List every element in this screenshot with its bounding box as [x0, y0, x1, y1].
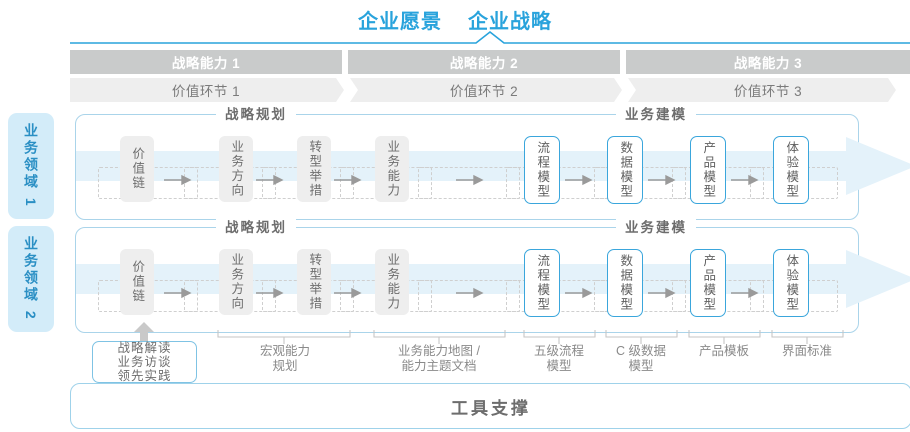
- node-row-1: 价值链 业务方向 转型举措 业务能力 流程模型 数据模型 产品模型 体验模型: [76, 131, 858, 207]
- domain-tab-1[interactable]: 业务领域 1: [8, 113, 54, 219]
- node-business-capability-1[interactable]: 业务能力: [375, 136, 409, 202]
- tool-label-line: 规划: [272, 359, 298, 373]
- flow-arrow-icon: [456, 174, 484, 186]
- value-chain-label-3[interactable]: 价值环节 3: [733, 84, 803, 99]
- tool-label-line: 五级流程: [533, 344, 584, 358]
- node-row-2: 价值链 业务方向 转型举措 业务能力 流程模型 数据模型 产品模型 体验模型: [76, 244, 858, 320]
- dashed-guide: [418, 167, 520, 199]
- strategy-line-2: 业务访谈: [117, 355, 172, 369]
- tool-label-line: 能力主题文档: [401, 359, 477, 373]
- footer-label: 工具支撑: [451, 398, 531, 418]
- top-title-group: 企业愿景 企业战略: [0, 4, 910, 34]
- flow-arrow-icon: [648, 287, 676, 299]
- node-experience-model-2[interactable]: 体验模型: [773, 249, 809, 317]
- upward-arrow-icon: [134, 322, 154, 344]
- process-band-1: 战略规划 业务建模 价值链 业务方向 转型举措 业务能力 流程模型 数据模型 产…: [75, 106, 910, 220]
- node-product-model-2[interactable]: 产品模型: [690, 249, 726, 317]
- flow-arrow-icon: [565, 287, 593, 299]
- domain-tab-2[interactable]: 业务领域 2: [8, 226, 54, 332]
- tool-label-line: 界面标准: [781, 344, 832, 358]
- node-transformation-1[interactable]: 转型举措: [297, 136, 331, 202]
- section-label-modeling-1: 业务建模: [616, 106, 696, 124]
- node-data-model-1[interactable]: 数据模型: [607, 136, 643, 204]
- chevron-separator-2-icon: [614, 78, 636, 102]
- node-business-capability-2[interactable]: 业务能力: [375, 249, 409, 315]
- capability-bar-row: 战略能力 1 战略能力 2 战略能力 3: [70, 50, 910, 74]
- flow-arrow-icon: [565, 174, 593, 186]
- strategy-line-3: 领先实践: [117, 369, 172, 383]
- node-transformation-2[interactable]: 转型举措: [297, 249, 331, 315]
- value-chain-bar-row: 价值环节 1 价值环节 2 价值环节 3: [70, 78, 910, 102]
- flow-arrow-icon: [731, 287, 759, 299]
- tool-label-line: 模型: [546, 359, 572, 373]
- tool-label-process-model: 五级流程 模型: [504, 344, 614, 374]
- tool-label-line: 模型: [628, 359, 654, 373]
- flow-arrow-icon: [256, 287, 284, 299]
- page-title-strategy: 企业战略: [468, 10, 552, 33]
- strategy-line-1: 战略解读: [117, 341, 172, 355]
- section-label-planning-2: 战略规划: [216, 219, 296, 237]
- node-experience-model-1[interactable]: 体验模型: [773, 136, 809, 204]
- bracket-group: [217, 330, 844, 344]
- capability-bar-1[interactable]: 战略能力 1: [70, 50, 342, 74]
- capability-bar-3[interactable]: 战略能力 3: [626, 50, 910, 74]
- node-process-model-1[interactable]: 流程模型: [524, 136, 560, 204]
- node-value-chain-1[interactable]: 价值链: [120, 136, 154, 202]
- flow-arrow-icon: [648, 174, 676, 186]
- node-process-model-2[interactable]: 流程模型: [524, 249, 560, 317]
- tool-label-line: 宏观能力: [259, 344, 310, 358]
- tool-label-group: 宏观能力 规划 业务能力地图 / 能力主题文档 五级流程 模型 C 级数据 模型…: [75, 344, 910, 384]
- flow-arrow-icon: [256, 174, 284, 186]
- tool-label-line: 产品模板: [698, 344, 749, 358]
- node-business-direction-2[interactable]: 业务方向: [219, 249, 253, 315]
- flow-arrow-icon: [164, 287, 192, 299]
- node-product-model-1[interactable]: 产品模型: [690, 136, 726, 204]
- process-band-2: 战略规划 业务建模 价值链 业务方向 转型举措 业务能力 流程模型 数据模型 产…: [75, 219, 910, 333]
- tool-label-macro-capability: 宏观能力 规划: [225, 344, 345, 374]
- section-label-planning-1: 战略规划: [216, 106, 296, 124]
- flow-arrow-icon: [456, 287, 484, 299]
- flow-arrow-icon: [731, 174, 759, 186]
- value-chain-background: [70, 78, 910, 102]
- footer-tool-support: 工具支撑: [70, 383, 910, 429]
- node-business-direction-1[interactable]: 业务方向: [219, 136, 253, 202]
- section-label-modeling-2: 业务建模: [616, 219, 696, 237]
- tool-label-line: 业务能力地图 /: [398, 344, 480, 358]
- tool-label-ui-standard: 界面标准: [752, 344, 862, 359]
- node-value-chain-2[interactable]: 价值链: [120, 249, 154, 315]
- flow-arrow-icon: [334, 287, 362, 299]
- strategy-input-box[interactable]: 战略解读 业务访谈 领先实践: [92, 341, 197, 383]
- tool-label-line: C 级数据: [615, 344, 666, 358]
- node-data-model-2[interactable]: 数据模型: [607, 249, 643, 317]
- tool-label-product-template: 产品模板: [669, 344, 779, 359]
- chevron-separator-1-icon: [336, 78, 358, 102]
- tool-label-data-model: C 级数据 模型: [586, 344, 696, 374]
- tool-label-capability-map: 业务能力地图 / 能力主题文档: [369, 344, 509, 374]
- dashed-guide: [418, 280, 520, 312]
- value-chain-label-1[interactable]: 价值环节 1: [171, 84, 241, 99]
- value-chain-label-2[interactable]: 价值环节 2: [449, 84, 519, 99]
- chevron-end-icon: [888, 78, 910, 102]
- capability-bar-2[interactable]: 战略能力 2: [348, 50, 620, 74]
- flow-arrow-icon: [334, 174, 362, 186]
- connector-line: [70, 30, 910, 44]
- flow-arrow-icon: [164, 174, 192, 186]
- page-title-vision: 企业愿景: [358, 10, 442, 33]
